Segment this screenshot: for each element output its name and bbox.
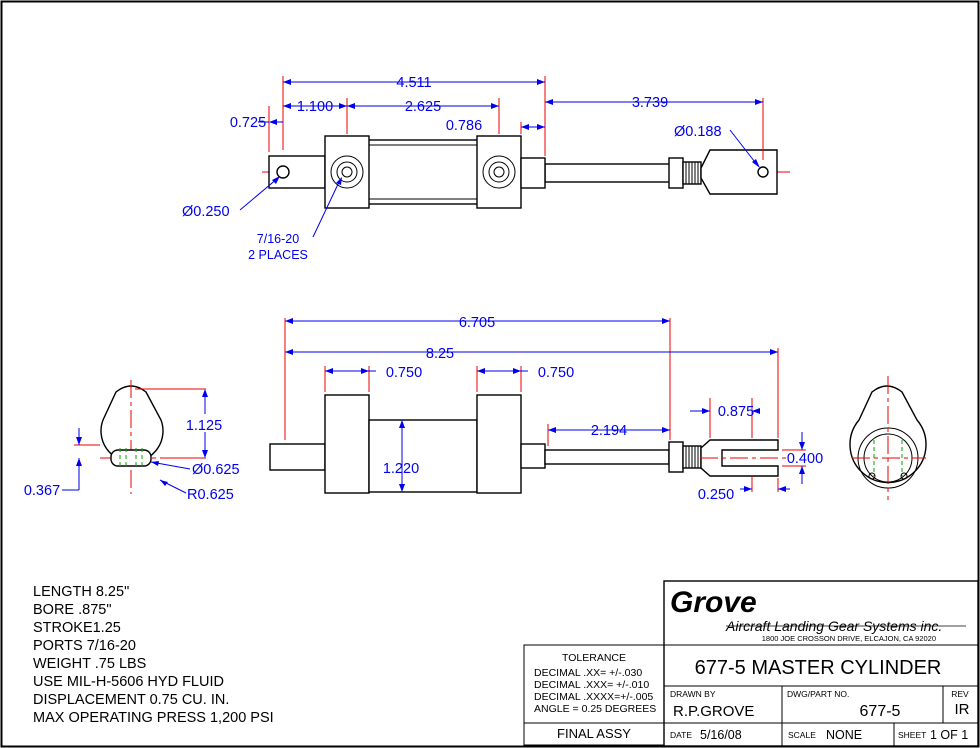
dim-end-offset: 0.725: [230, 115, 266, 131]
dim-block-left: 0.750: [386, 365, 422, 381]
dim-clevis-tab: 0.250: [698, 487, 734, 503]
date-value: 5/16/08: [700, 728, 742, 742]
spec-line: USE MIL-H-5606 HYD FLUID: [33, 674, 224, 690]
dim-length-a: 6.705: [459, 315, 495, 331]
title-block: Grove Aircraft Landing Gear Systems inc.…: [663, 580, 979, 747]
drawn-by-value: R.P.GROVE: [673, 703, 754, 720]
tolerance-line: DECIMAL .XXXX=+/-.005: [534, 691, 653, 703]
spec-line: LENGTH 8.25": [33, 584, 129, 600]
dim-rod-extension: 3.739: [632, 95, 668, 111]
dim-end-offset: 0.367: [24, 483, 60, 499]
end-view-right: [849, 376, 927, 500]
tolerance-line: DECIMAL .XX= +/-.030: [534, 667, 642, 679]
dim-pin-hole: Ø0.250: [182, 204, 230, 220]
dim-end-hole: Ø0.625: [192, 462, 240, 478]
dim-clevis-gap: 0.400: [787, 451, 823, 467]
dim-end-radius: R0.625: [187, 487, 234, 503]
spec-notes: LENGTH 8.25" BORE .875" STROKE1.25 PORTS…: [33, 584, 274, 726]
drawing-title: 677-5 MASTER CYLINDER: [695, 657, 942, 679]
port-note-line1: 7/16-20: [257, 232, 299, 246]
spec-line: STROKE1.25: [33, 620, 121, 636]
spec-line: WEIGHT .75 LBS: [33, 656, 146, 672]
dim-body-height: 1.220: [383, 461, 419, 477]
dim-end-height: 1.125: [186, 418, 222, 434]
dim-block-right: 0.750: [538, 365, 574, 381]
dim-clevis-slot: 0.875: [718, 404, 754, 420]
dim-clevis-hole: Ø0.188: [674, 124, 722, 140]
rev-value: IR: [955, 701, 970, 718]
spec-line: BORE .875": [33, 602, 112, 618]
tolerance-box: TOLERANCE DECIMAL .XX= +/-.030 DECIMAL .…: [523, 644, 665, 746]
sheet-label: SHEET: [898, 730, 926, 740]
company-address: 1800 JOE CROSSON DRIVE, ELCAJON, CA 9202…: [762, 634, 936, 643]
top-view: 4.511 1.100 2.625 0.725 0.786 3.739 Ø0.1…: [182, 75, 790, 262]
scale-value: NONE: [826, 728, 862, 742]
spec-line: PORTS 7/16-20: [33, 638, 136, 654]
tolerance-line: ANGLE = 0.25 DEGREES: [534, 703, 656, 715]
dim-block-width: 0.786: [446, 118, 482, 134]
tolerance-title: TOLERANCE: [562, 652, 626, 664]
spec-line: MAX OPERATING PRESS 1,200 PSI: [33, 710, 274, 726]
final-assy-label: FINAL ASSY: [557, 726, 631, 741]
scale-label: SCALE: [788, 730, 816, 740]
dim-gap: 1.100: [297, 99, 333, 115]
drawn-by-label: DRAWN BY: [670, 689, 716, 699]
end-view-left: 1.125 0.367 Ø0.625 R0.625: [24, 380, 240, 503]
dim-overall: 4.511: [396, 75, 431, 91]
dwg-label: DWG/PART NO.: [787, 689, 849, 699]
dim-length-b: 8.25: [426, 346, 454, 362]
dim-port-spacing: 2.625: [405, 99, 441, 115]
company-logo: Grove: [670, 586, 757, 619]
company-subtitle: Aircraft Landing Gear Systems inc.: [725, 618, 942, 634]
dwg-number: 677-5: [860, 703, 901, 720]
port-note-line2: 2 PLACES: [248, 248, 308, 262]
side-view: 6.705 8.25 0.750 0.750 2.194 0.875 1.220: [269, 315, 823, 503]
rev-label: REV: [951, 689, 969, 699]
tolerance-line: DECIMAL .XXX= +/-.010: [534, 679, 649, 691]
sheet-value: 1 OF 1: [930, 728, 968, 742]
dim-rod-len: 2.194: [591, 423, 627, 439]
date-label: DATE: [670, 730, 692, 740]
spec-line: DISPLACEMENT 0.75 CU. IN.: [33, 692, 229, 708]
